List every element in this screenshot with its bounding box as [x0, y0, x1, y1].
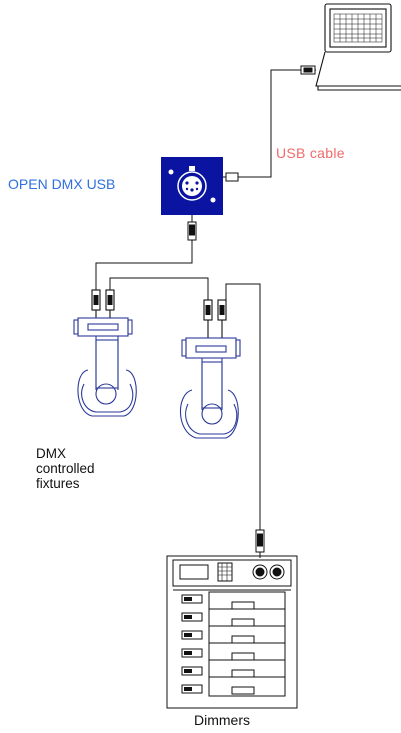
dimmer-rack-icon — [166, 555, 298, 709]
usb-cable-label: USB cable — [276, 145, 345, 161]
moving-head-fixture-icon — [73, 289, 137, 417]
dmx-usb-interface-icon — [161, 157, 223, 215]
moving-head-fixture-icon — [179, 299, 241, 439]
laptop-icon — [315, 3, 401, 91]
fixtures-label: DMX controlled fixtures — [36, 446, 95, 491]
dmx-cable-to-dimmers — [225, 283, 265, 558]
fixtures-label-line2: controlled — [36, 461, 95, 476]
dmx-cable-main — [95, 215, 209, 300]
device-label: OPEN DMX USB — [8, 176, 116, 192]
fixtures-label-line3: fixtures — [36, 476, 80, 491]
fixtures-label-line1: DMX — [36, 446, 66, 461]
dimmers-label: Dimmers — [194, 712, 250, 728]
usb-cable — [222, 65, 316, 182]
